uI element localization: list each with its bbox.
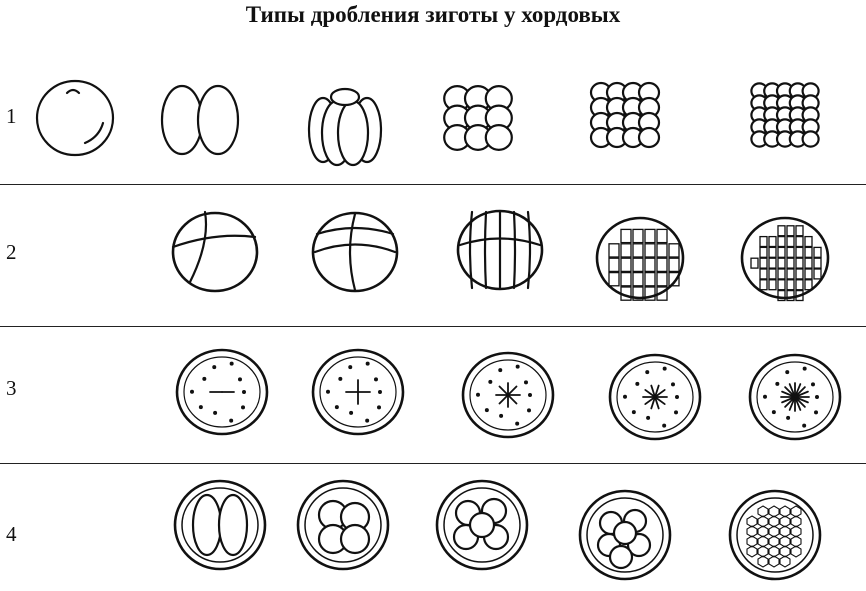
row-label-4: 4 <box>6 522 17 546</box>
embryo-row3-stage-2 <box>311 348 405 436</box>
embryo-row4-stage-4 <box>578 489 672 581</box>
embryo-row3-stage-1 <box>175 348 269 436</box>
row-label-1: 1 <box>6 104 17 128</box>
embryo-row4-stage-5 <box>728 489 822 581</box>
diagram-title: Типы дробления зиготы у хордовых <box>245 2 621 27</box>
embryo-row4-stage-3 <box>435 479 529 571</box>
embryo-row4-stage-2 <box>296 479 390 571</box>
embryo-row3-stage-3 <box>461 351 555 439</box>
embryo-row3-stage-5 <box>748 353 842 441</box>
row-label-2: 2 <box>6 240 17 264</box>
embryo-row2-stage-1 <box>171 210 259 293</box>
row-divider <box>0 184 866 185</box>
embryo-row2-stage-3 <box>456 209 544 291</box>
embryo-row1-stage-4 <box>443 85 513 151</box>
embryo-row3-stage-4 <box>608 353 702 441</box>
embryo-row4-stage-1 <box>173 479 267 571</box>
row-label-3: 3 <box>6 376 17 400</box>
embryo-row1-stage-5 <box>589 81 661 149</box>
row-divider <box>0 326 866 327</box>
embryo-row1-stage-2 <box>160 84 240 156</box>
embryo-row2-stage-4 <box>595 216 685 301</box>
row-divider <box>0 463 866 464</box>
embryo-row1-stage-6 <box>750 82 820 148</box>
embryo-row2-stage-2 <box>311 211 399 293</box>
embryo-row2-stage-5 <box>740 216 830 302</box>
embryo-row1-stage-3 <box>307 87 383 167</box>
embryo-row1-stage-1 <box>35 79 115 157</box>
